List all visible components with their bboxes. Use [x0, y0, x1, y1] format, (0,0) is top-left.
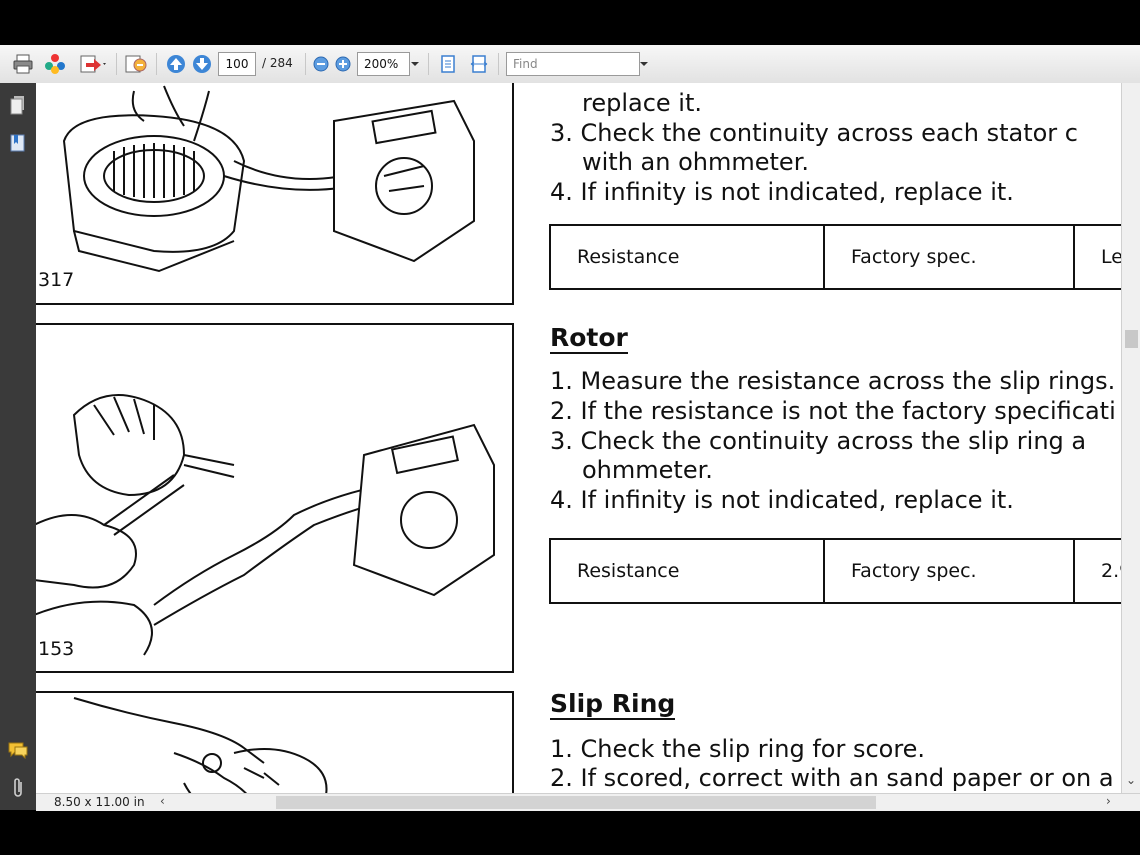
- zoom-dropdown-arrow[interactable]: [409, 45, 421, 83]
- page-number-input[interactable]: 100: [218, 52, 256, 76]
- collaborate-icon[interactable]: [42, 45, 68, 83]
- vertical-scroll-thumb[interactable]: [1125, 330, 1138, 348]
- text-line: 1. Check the slip ring for score.: [550, 735, 926, 763]
- export-icon[interactable]: [76, 45, 110, 83]
- table-cell: Resistance: [577, 560, 680, 582]
- horizontal-scroll-thumb[interactable]: [276, 796, 876, 809]
- text-line: 3. Check the continuity across the slip …: [550, 427, 1087, 455]
- pages-icon[interactable]: [6, 93, 30, 117]
- zoom-in-icon[interactable]: [333, 45, 353, 83]
- text-line: with an ohmmeter.: [582, 148, 809, 176]
- fit-page-icon[interactable]: [437, 45, 459, 83]
- stator-figure: 317: [36, 83, 514, 305]
- figure-label: 153: [38, 638, 75, 660]
- find-dropdown-arrow[interactable]: [639, 45, 649, 83]
- slip-ring-figure: [36, 691, 514, 793]
- sign-icon[interactable]: [122, 45, 150, 83]
- zoom-out-icon[interactable]: [311, 45, 331, 83]
- zoom-level-input[interactable]: 200%: [357, 52, 410, 76]
- stator-ohmmeter-illustration: [62, 85, 475, 273]
- scroll-down-arrow-icon[interactable]: ⌄: [1126, 773, 1137, 787]
- table-cell: Factory spec.: [851, 560, 977, 582]
- bookmarks-icon[interactable]: [6, 131, 30, 155]
- slip-ring-heading: Slip Ring: [550, 689, 676, 720]
- find-input[interactable]: Find: [506, 52, 640, 76]
- attachments-icon[interactable]: [6, 776, 30, 800]
- text-line: 2. If scored, correct with an sand paper…: [550, 764, 1114, 792]
- figure-label: 317: [38, 269, 75, 291]
- page-size-label: 8.50 x 11.00 in: [54, 795, 145, 809]
- stator-spec-table: Resistance Factory spec. Le: [549, 224, 1121, 290]
- text-line: 2. If the resistance is not the factory …: [550, 397, 1116, 425]
- document-page: 317 153: [36, 83, 1121, 793]
- rotor-heading: Rotor: [550, 323, 628, 354]
- text-line: 1. Measure the resistance across the sli…: [550, 367, 1116, 395]
- table-cell: 2.9: [1101, 560, 1121, 582]
- rotor-ohmmeter-illustration: [36, 394, 495, 656]
- print-icon[interactable]: [10, 45, 36, 83]
- scroll-right-arrow-icon[interactable]: ›: [1106, 794, 1111, 808]
- slip-ring-illustration: [73, 697, 328, 793]
- previous-page-icon[interactable]: [164, 45, 188, 83]
- rotor-spec-table: Resistance Factory spec. 2.9: [549, 538, 1121, 604]
- next-page-icon[interactable]: [190, 45, 214, 83]
- table-cell: Factory spec.: [851, 246, 977, 268]
- fit-width-icon[interactable]: [468, 45, 490, 83]
- status-bar: 8.50 x 11.00 in ‹ ›: [36, 793, 1140, 811]
- text-line: 4. If infinity is not indicated, replace…: [550, 178, 1014, 206]
- comments-icon[interactable]: [6, 738, 30, 762]
- text-line: 3. Check the continuity across each stat…: [550, 119, 1078, 147]
- rotor-figure: 153: [36, 323, 514, 673]
- text-line: 4. If infinity is not indicated, replace…: [550, 486, 1014, 514]
- scroll-left-arrow-icon[interactable]: ‹: [160, 794, 165, 808]
- table-cell: Resistance: [577, 246, 680, 268]
- navigation-pane: [0, 83, 36, 810]
- text-line: replace it.: [582, 89, 703, 117]
- text-line: ohmmeter.: [582, 456, 713, 484]
- table-cell: Le: [1101, 246, 1121, 268]
- page-total: / 284: [262, 56, 293, 70]
- vertical-scrollbar[interactable]: ⌄: [1121, 83, 1140, 793]
